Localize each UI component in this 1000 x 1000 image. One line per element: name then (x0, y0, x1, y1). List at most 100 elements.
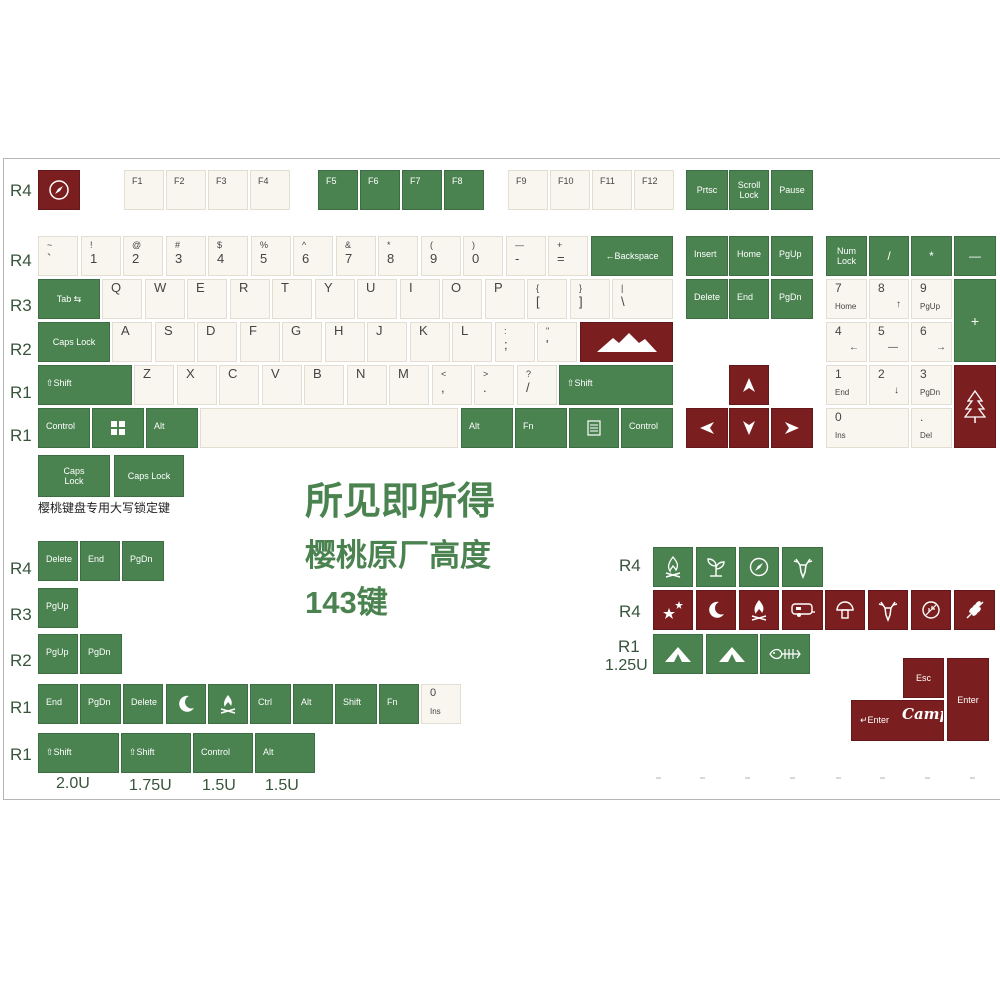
key-5[interactable]: %5 (251, 236, 291, 276)
key-right-shift[interactable]: ⇧Shift (559, 365, 673, 405)
key-f6[interactable]: F6 (360, 170, 400, 210)
key-grave[interactable]: ~` (38, 236, 78, 276)
key-numpad-4[interactable]: 4← (826, 322, 867, 362)
key-control-15u[interactable]: Control (193, 733, 253, 773)
mushroom-key[interactable] (825, 590, 865, 630)
campfire-key[interactable] (739, 590, 779, 630)
key-right-alt[interactable]: Alt (461, 408, 513, 448)
key-shift-175u[interactable]: ⇧Shift (121, 733, 191, 773)
key-v[interactable]: V (262, 365, 302, 405)
key-enter-tall[interactable]: Enter (947, 658, 989, 741)
key-period[interactable]: >. (474, 365, 514, 405)
key-r[interactable]: R (230, 279, 270, 319)
key-comma[interactable]: <, (432, 365, 472, 405)
key-pgdn[interactable]: PgDn (771, 279, 813, 319)
wheat-key[interactable] (954, 590, 995, 630)
key-4[interactable]: $4 (208, 236, 248, 276)
key-arrow-left[interactable] (686, 408, 728, 448)
tent-key[interactable] (706, 634, 758, 674)
key-insert[interactable]: Insert (686, 236, 728, 276)
key-pgdn-r4[interactable]: PgDn (122, 541, 164, 581)
key-j[interactable]: J (367, 322, 407, 362)
key-pgup-r2[interactable]: PgUp (38, 634, 78, 674)
key-prtsc[interactable]: Prtsc (686, 170, 728, 210)
key-equal[interactable]: += (548, 236, 588, 276)
key-numpad-star[interactable]: * (911, 236, 952, 276)
key-spacebar[interactable] (200, 408, 458, 448)
key-numpad-8[interactable]: 8↑ (869, 279, 909, 319)
key-8[interactable]: *8 (378, 236, 418, 276)
key-shift-r1[interactable]: Shift (335, 684, 377, 724)
key-2[interactable]: @2 (123, 236, 163, 276)
moon-key[interactable] (166, 684, 206, 724)
key-ctrl-r1[interactable]: Ctrl (250, 684, 291, 724)
key-esc[interactable]: Esc (903, 658, 944, 698)
key-f4[interactable]: F4 (250, 170, 290, 210)
key-pause[interactable]: Pause (771, 170, 813, 210)
key-left-control[interactable]: Control (38, 408, 90, 448)
fishbone-key[interactable] (760, 634, 810, 674)
key-n[interactable]: N (347, 365, 387, 405)
key-f7[interactable]: F7 (402, 170, 442, 210)
key-s[interactable]: S (155, 322, 195, 362)
key-backspace[interactable]: ←Backspace (591, 236, 673, 276)
key-caps-lock-wide[interactable]: Caps Lock (114, 455, 184, 497)
key-f3[interactable]: F3 (208, 170, 248, 210)
deer-key[interactable] (782, 547, 823, 587)
key-num-lock[interactable]: Num Lock (826, 236, 867, 276)
key-windows[interactable] (92, 408, 144, 448)
key-d[interactable]: D (197, 322, 237, 362)
key-1[interactable]: !1 (81, 236, 121, 276)
key-numpad-dot[interactable]: .Del (911, 408, 952, 448)
key-caps-lock-small[interactable]: Caps Lock (38, 455, 110, 497)
mountain-enter-key[interactable] (580, 322, 673, 362)
key-pgup[interactable]: PgUp (771, 236, 813, 276)
key-left-shift[interactable]: ⇧Shift (38, 365, 132, 405)
leaf-key[interactable] (911, 590, 951, 630)
tent-key[interactable] (653, 634, 703, 674)
key-semicolon[interactable]: :; (495, 322, 535, 362)
key-numpad-slash[interactable]: / (869, 236, 909, 276)
key-fn[interactable]: Fn (515, 408, 567, 448)
key-c[interactable]: C (219, 365, 259, 405)
key-numpad-2[interactable]: 2↓ (869, 365, 909, 405)
key-pgup-r3[interactable]: PgUp (38, 588, 78, 628)
key-delete[interactable]: Delete (686, 279, 728, 319)
key-caps-lock[interactable]: Caps Lock (38, 322, 110, 362)
key-o[interactable]: O (442, 279, 482, 319)
key-f11[interactable]: F11 (592, 170, 632, 210)
key-f9[interactable]: F9 (508, 170, 548, 210)
key-f[interactable]: F (240, 322, 280, 362)
key-0[interactable]: )0 (463, 236, 503, 276)
key-end[interactable]: End (729, 279, 769, 319)
key-numpad-6[interactable]: 6→ (911, 322, 952, 362)
campfire-key[interactable] (208, 684, 248, 724)
key-minus[interactable]: —- (506, 236, 546, 276)
key-e[interactable]: E (187, 279, 227, 319)
campfire-key[interactable] (653, 547, 693, 587)
key-tab[interactable]: Tab ⇆ (38, 279, 100, 319)
key-h[interactable]: H (325, 322, 365, 362)
key-pgdn-r1[interactable]: PgDn (80, 684, 121, 724)
key-f8[interactable]: F8 (444, 170, 484, 210)
key-end-r4[interactable]: End (80, 541, 120, 581)
key-z[interactable]: Z (134, 365, 174, 405)
key-p[interactable]: P (485, 279, 525, 319)
compass-key[interactable] (38, 170, 80, 210)
compass-key[interactable] (739, 547, 779, 587)
key-f1[interactable]: F1 (124, 170, 164, 210)
key-6[interactable]: ^6 (293, 236, 333, 276)
key-m[interactable]: M (389, 365, 429, 405)
key-u[interactable]: U (357, 279, 397, 319)
key-enter-camp[interactable]: ↵Enter Camp (851, 700, 944, 741)
key-numpad-minus[interactable]: — (954, 236, 996, 276)
key-alt-15u[interactable]: Alt (255, 733, 315, 773)
key-slash[interactable]: ?/ (517, 365, 557, 405)
deer-key[interactable] (868, 590, 908, 630)
key-f12[interactable]: F12 (634, 170, 674, 210)
key-arrow-down[interactable] (729, 408, 769, 448)
key-t[interactable]: T (272, 279, 312, 319)
